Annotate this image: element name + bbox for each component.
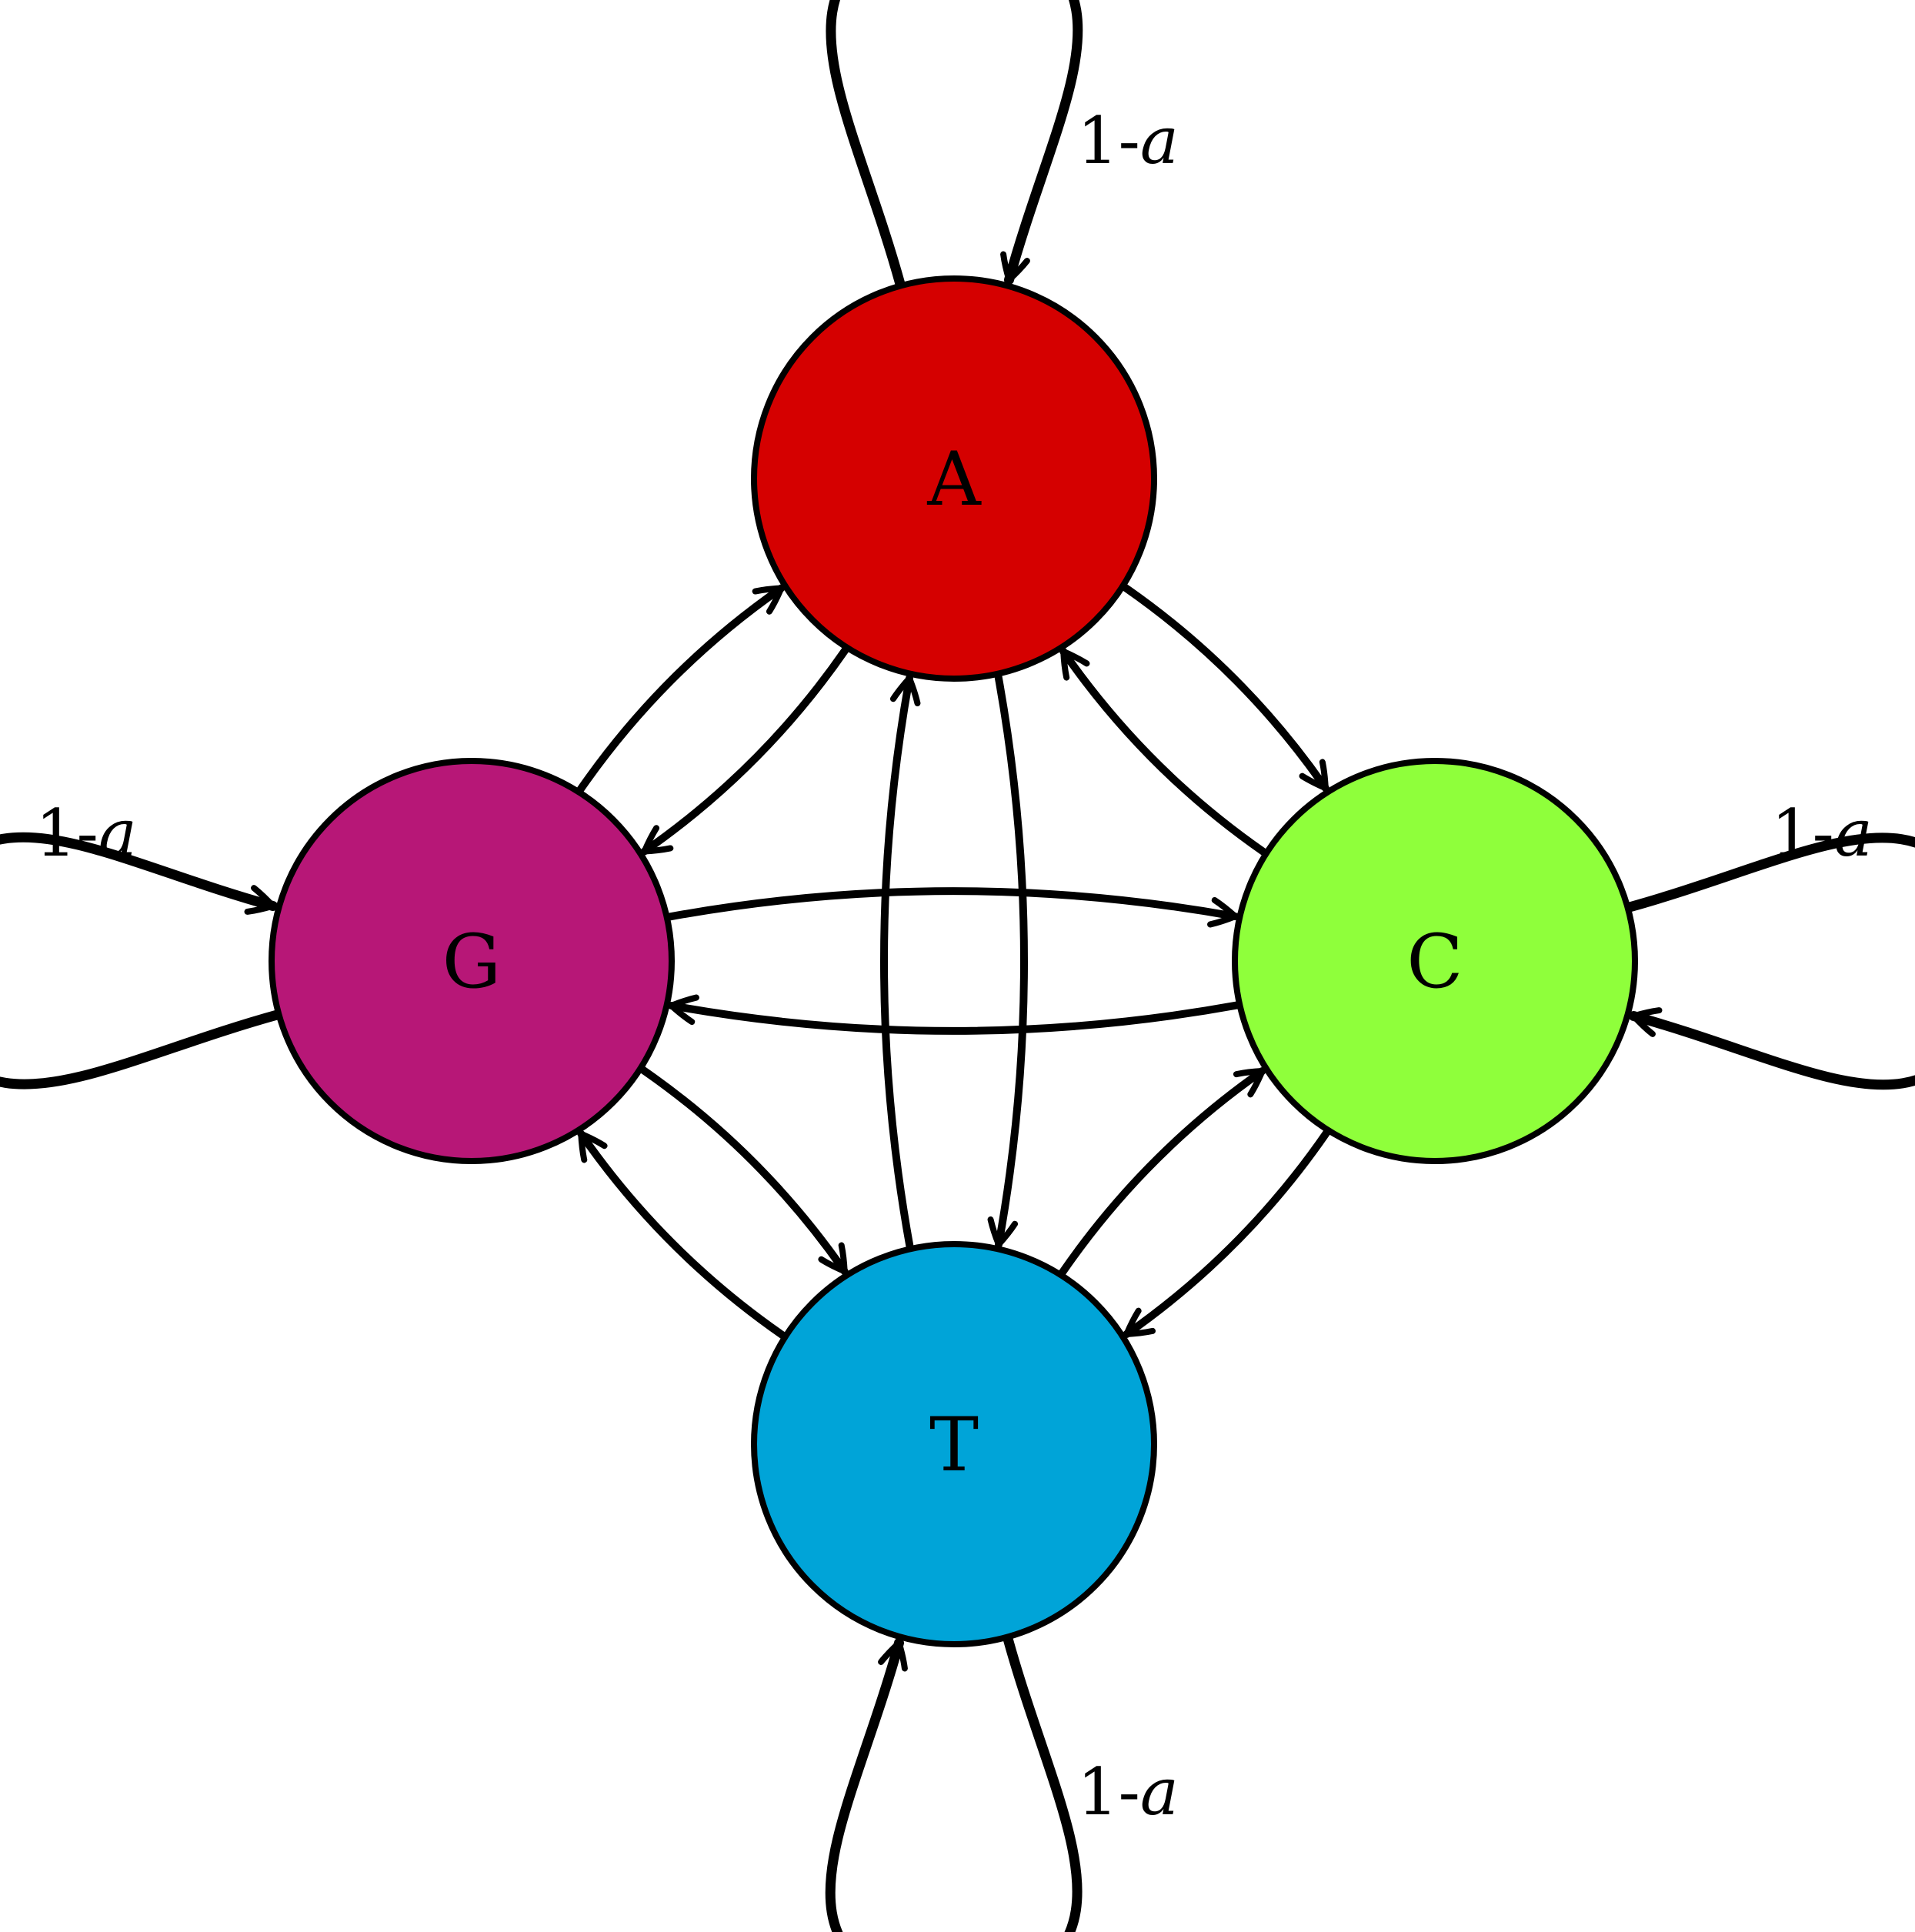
node-A-label: A [926,436,982,522]
self-loop-G [0,832,282,1089]
node-T-label: T [929,1402,979,1488]
edge-T-to-A [880,674,921,1250]
node-G: G [269,758,675,1164]
edge-T-to-C [1058,1067,1266,1276]
edge-T-to-G [577,1130,787,1340]
self-loop-C [1624,833,1915,1090]
edge-A-to-T [987,672,1028,1249]
edge-C-to-G [667,994,1241,1035]
node-G-label: G [442,919,502,1005]
self-loop-A [826,0,1083,289]
node-A-circle [751,275,1157,682]
node-C: C [1232,758,1638,1164]
edge-C-to-T [1123,1129,1331,1338]
self-loop-label-T: 1-a [1077,1754,1179,1830]
edge-G-to-A [576,584,786,794]
edge-G-to-T [639,1066,849,1276]
node-C-circle [1232,758,1638,1164]
node-C-label: C [1406,919,1463,1005]
edge-G-to-C [666,887,1239,928]
edge-C-to-A [1059,647,1268,856]
self-loop-label-G: 1-a [35,796,137,871]
edges-layer [576,583,1331,1340]
self-loop-label-C: 1-a [1771,796,1873,871]
self-loop-T [825,1633,1083,1932]
node-T-circle [751,1241,1157,1647]
node-T: T [751,1241,1157,1647]
edge-A-to-C [1121,583,1329,792]
edge-A-to-G [640,646,849,856]
node-G-circle [269,758,675,1164]
self-loop-label-A: 1-a [1077,103,1179,179]
node-A: A [751,275,1157,682]
